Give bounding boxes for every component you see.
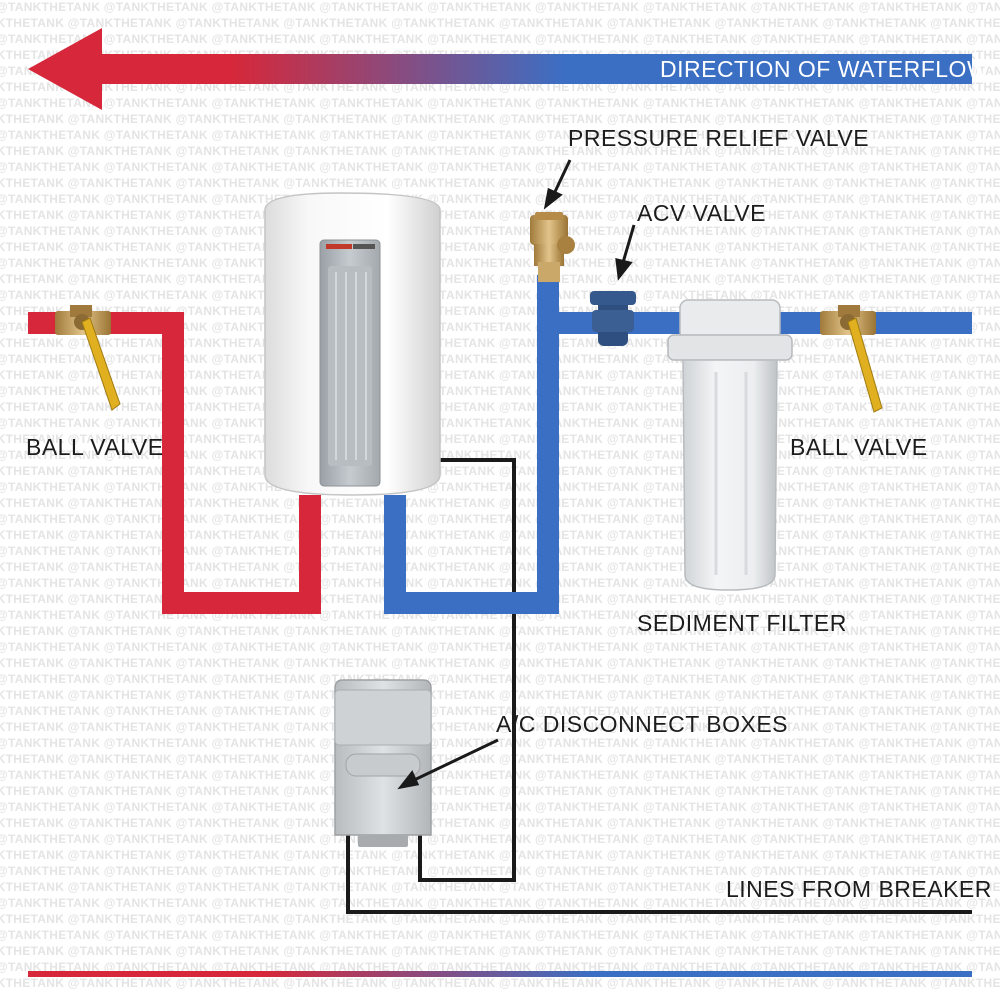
pressure-relief-valve-label: PRESSURE RELIEF VALVE — [568, 125, 870, 151]
waterflow-arrow — [28, 28, 972, 110]
electrical-wires — [346, 458, 972, 914]
disconnect-boxes-label: A/C DISCONNECT BOXES — [496, 711, 789, 737]
sediment-filter-label: SEDIMENT FILTER — [637, 610, 847, 636]
ball-valve-left-label: BALL VALVE — [26, 434, 164, 460]
ball-valve-icon — [55, 305, 121, 411]
water-heater-icon — [264, 192, 441, 496]
ball-valve-icon — [820, 305, 883, 413]
callout-arrows — [397, 159, 636, 790]
lines-from-breaker-label: LINES FROM BREAKER — [726, 876, 992, 902]
waterflow-label: DIRECTION OF WATERFLOW — [660, 56, 990, 82]
bottom-divider — [28, 971, 972, 977]
sediment-filter-icon — [667, 299, 793, 591]
ball-valve-right-label: BALL VALVE — [790, 434, 928, 460]
acv-valve-label: ACV VALVE — [637, 200, 766, 226]
hot-water-pipe — [28, 312, 321, 614]
acv-valve-icon — [590, 291, 636, 346]
pressure-relief-valve-icon — [530, 212, 575, 282]
disconnect-box-icon — [334, 679, 432, 847]
